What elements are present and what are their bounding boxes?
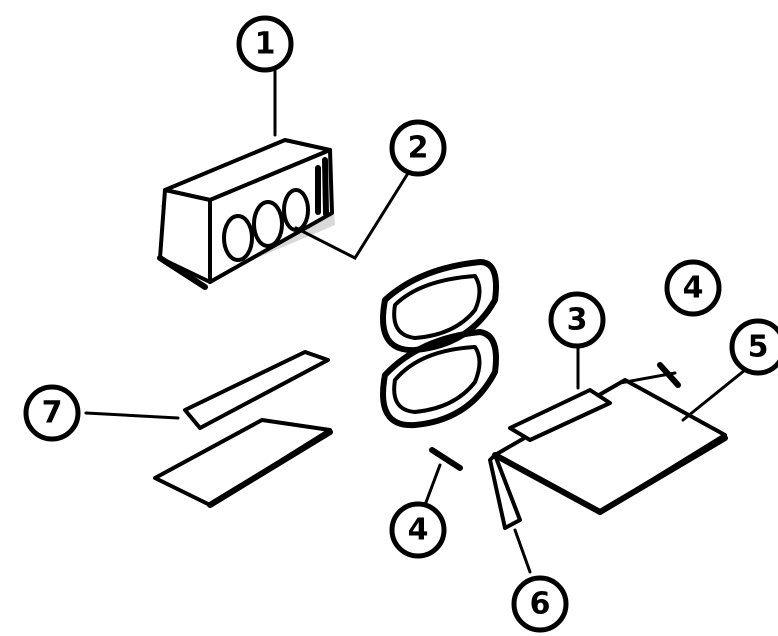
svg-text:7: 7 bbox=[42, 396, 63, 431]
gasket-rings bbox=[380, 259, 499, 429]
svg-text:6: 6 bbox=[530, 587, 551, 622]
callout-4b: 4 bbox=[389, 501, 447, 559]
callout-5: 5 bbox=[729, 318, 778, 376]
part-1-housing bbox=[157, 138, 335, 290]
connector-openings bbox=[222, 157, 329, 262]
leader-2 bbox=[294, 168, 412, 260]
callout-6: 6 bbox=[511, 575, 569, 633]
callout-2: 2 bbox=[389, 119, 447, 177]
svg-text:3: 3 bbox=[567, 303, 588, 338]
callout-1: 1 bbox=[236, 15, 294, 73]
svg-text:4: 4 bbox=[683, 271, 704, 306]
callout-3: 3 bbox=[548, 291, 606, 349]
pin-4a bbox=[657, 362, 681, 388]
svg-text:2: 2 bbox=[408, 131, 429, 166]
part-7-plate bbox=[153, 350, 333, 508]
svg-text:4: 4 bbox=[408, 513, 429, 548]
leader-6 bbox=[513, 528, 532, 574]
callout-4a: 4 bbox=[664, 259, 722, 317]
leader-7 bbox=[84, 411, 180, 420]
svg-text:5: 5 bbox=[748, 330, 769, 365]
svg-text:1: 1 bbox=[255, 27, 276, 62]
leader-5 bbox=[681, 368, 747, 422]
pin-4b bbox=[429, 447, 463, 471]
callout-7: 7 bbox=[23, 384, 81, 442]
part-5-6-bracket bbox=[488, 378, 728, 530]
leader-4b bbox=[423, 463, 442, 507]
